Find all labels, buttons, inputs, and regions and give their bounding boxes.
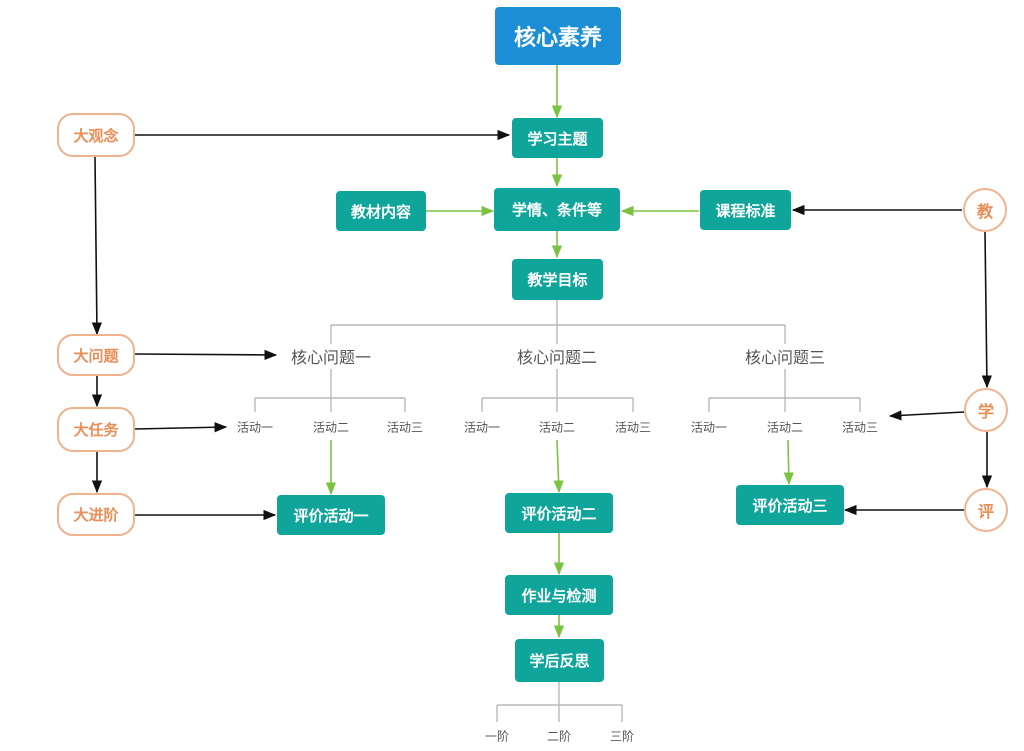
- learn-node: 学: [964, 388, 1008, 432]
- learner-conditions-node: 学情、条件等: [494, 188, 620, 231]
- activity-2-1: 活动一: [463, 420, 501, 435]
- activity-3-3: 活动三: [841, 420, 879, 435]
- big-progress-node: 大进阶: [57, 493, 135, 536]
- arrow-activity-to-eval2: [553, 439, 564, 494]
- step-3: 三阶: [609, 729, 635, 744]
- core-question-2: 核心问题二: [516, 348, 598, 367]
- reflection-node: 学后反思: [515, 639, 604, 682]
- tree-reflection-steps: [496, 682, 623, 722]
- tree-q3-activities: [708, 369, 861, 412]
- core-question-1: 核心问题一: [290, 348, 372, 367]
- core-question-3: 核心问题三: [744, 348, 826, 367]
- teaching-goals-node: 教学目标: [512, 259, 603, 300]
- arrow-bigidea-to-bigquestion: [91, 156, 102, 336]
- activity-2-3: 活动三: [614, 420, 652, 435]
- evaluation-activity-1: 评价活动一: [277, 495, 385, 535]
- activity-3-1: 活动一: [690, 420, 728, 435]
- evaluation-activity-2: 评价活动二: [505, 493, 613, 533]
- activity-1-3: 活动三: [386, 420, 424, 435]
- activity-1-2: 活动二: [312, 420, 350, 435]
- arrow-bigquestion-to-q1: [134, 349, 278, 361]
- evaluation-activity-3: 评价活动三: [736, 485, 844, 525]
- activity-2-2: 活动二: [538, 420, 576, 435]
- arrow-bigtask-to-activities: [134, 422, 228, 433]
- evaluate-node: 评: [964, 488, 1008, 532]
- big-idea-node: 大观念: [57, 113, 135, 157]
- step-2: 二阶: [546, 729, 572, 744]
- step-1: 一阶: [484, 729, 510, 744]
- arrow-activity-to-eval3: [783, 439, 794, 486]
- homework-node: 作业与检测: [505, 575, 613, 615]
- activity-3-2: 活动二: [766, 420, 804, 435]
- big-task-node: 大任务: [57, 407, 135, 452]
- core-literacy-node: 核心素养: [495, 7, 621, 65]
- tree-q2-activities: [481, 369, 634, 412]
- curriculum-standards-node: 课程标准: [700, 190, 791, 230]
- teaching-materials-node: 教材内容: [336, 191, 426, 231]
- arrow-teach-to-learn: [981, 231, 992, 389]
- activity-1-1: 活动一: [236, 420, 274, 435]
- teach-node: 教: [963, 188, 1007, 232]
- learning-theme-node: 学习主题: [512, 118, 603, 158]
- tree-goals-to-questions: [330, 300, 786, 344]
- arrow-learn-to-activities: [888, 410, 965, 421]
- tree-q1-activities: [254, 369, 406, 412]
- big-question-node: 大问题: [57, 334, 135, 376]
